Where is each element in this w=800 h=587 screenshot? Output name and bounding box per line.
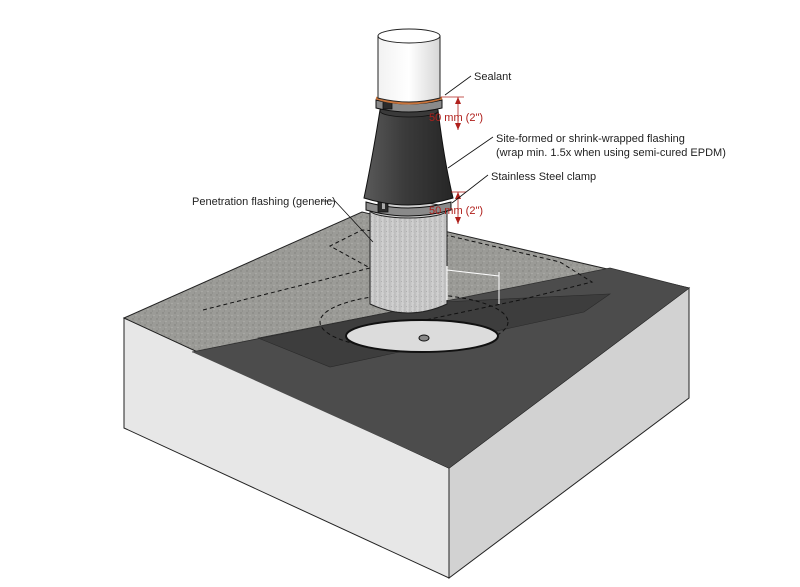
penetration-flashing-cylinder [369, 201, 448, 314]
stainless-clamp-label: Stainless Steel clamp [491, 171, 596, 183]
pipe [377, 28, 441, 103]
site-formed-flashing-label: Site-formed or shrink-wrapped flashing [496, 133, 685, 145]
penetration-flashing-label: Penetration flashing (generic) [192, 196, 336, 208]
sealant-bead [375, 96, 443, 105]
penetration-flashing-leader [322, 200, 374, 243]
fastener-icon [418, 334, 430, 342]
lower-dimension-label: 50 mm (2") [429, 205, 483, 217]
site-formed-flashing-note: (wrap min. 1.5x when using semi-cured EP… [496, 147, 726, 159]
flashing-dashed-outline [202, 229, 594, 337]
flashing-leader [447, 136, 494, 169]
clamp-leader [451, 174, 489, 204]
membrane-lower-sheet [192, 268, 689, 468]
lower-dimension: 50 mm (2") [429, 191, 483, 224]
membrane-sheet-edge [191, 267, 690, 353]
upper-dimension: 50 mm (2") [429, 96, 483, 130]
callout-leaders [322, 75, 494, 243]
upper-dimension-label: 50 mm (2") [429, 112, 483, 124]
sealant-leader [444, 75, 472, 96]
base-overlap-dimension [446, 266, 500, 304]
sealant-label: Sealant [474, 71, 511, 83]
